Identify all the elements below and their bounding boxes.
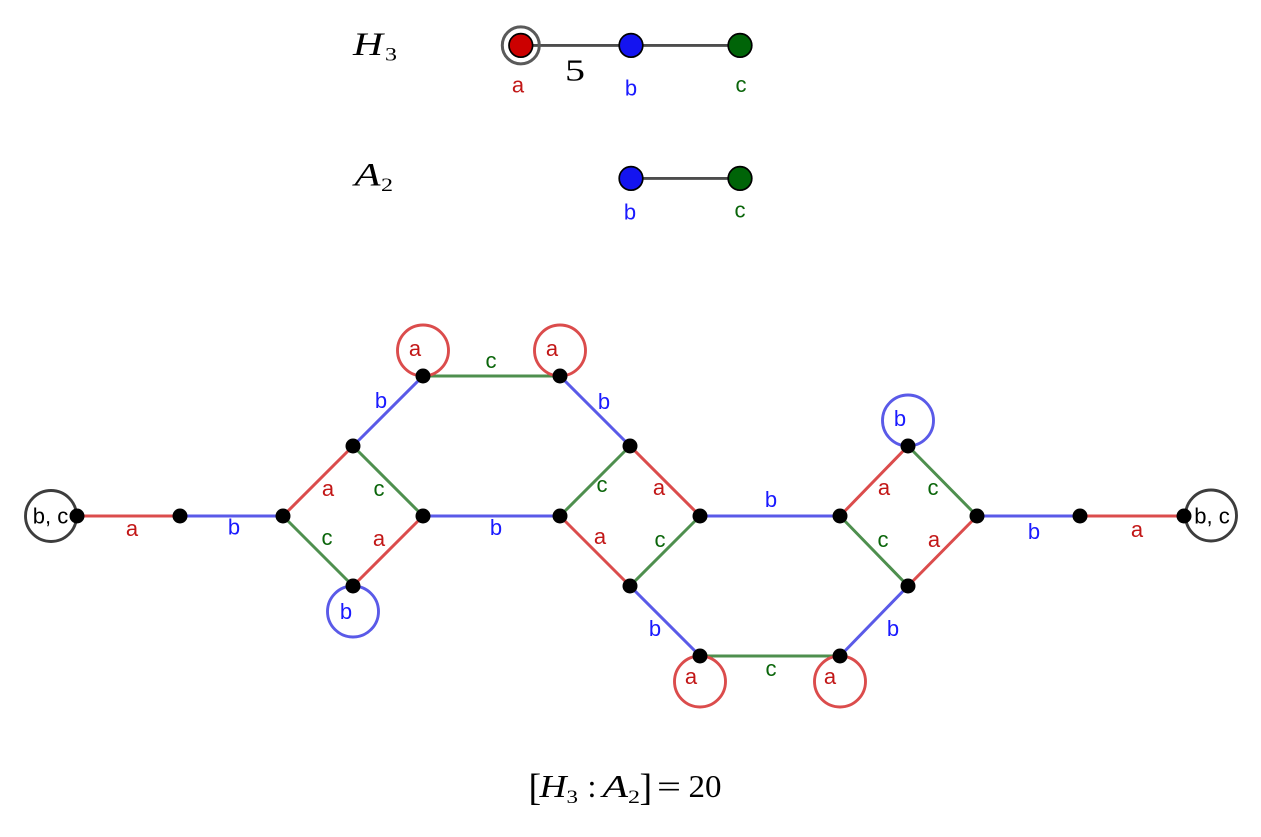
svg-text:]: ] — [640, 767, 653, 809]
svg-text:b: b — [340, 599, 352, 624]
svg-text:3: 3 — [567, 787, 579, 808]
svg-text:b: b — [649, 616, 661, 641]
svg-text:a: a — [653, 475, 666, 500]
svg-text:A: A — [352, 158, 382, 194]
svg-text:5: 5 — [565, 53, 585, 88]
svg-text:a: a — [322, 476, 335, 501]
svg-text:a: a — [409, 336, 422, 361]
svg-text:A: A — [600, 768, 629, 804]
svg-text:b: b — [375, 388, 387, 413]
svg-text:c: c — [736, 72, 747, 97]
svg-text:c: c — [766, 656, 777, 681]
svg-text:b: b — [1028, 519, 1040, 544]
svg-text:2: 2 — [628, 787, 640, 808]
svg-text:a: a — [512, 72, 525, 97]
svg-text:a: a — [928, 527, 941, 552]
svg-text:b: b — [894, 406, 906, 431]
svg-text:2: 2 — [381, 175, 393, 196]
svg-text:a: a — [878, 475, 891, 500]
svg-text:c: c — [597, 472, 608, 497]
svg-text:b: b — [624, 200, 636, 225]
svg-text:b, c: b, c — [33, 504, 68, 529]
svg-text:c: c — [374, 476, 385, 501]
svg-text:a: a — [594, 524, 607, 549]
svg-text:c: c — [655, 527, 666, 552]
svg-text:b, c: b, c — [1194, 504, 1229, 529]
svg-text:a: a — [685, 664, 698, 689]
svg-text:a: a — [824, 664, 837, 689]
svg-text:[: [ — [529, 767, 542, 809]
svg-text:H: H — [352, 27, 386, 63]
svg-text:3: 3 — [385, 45, 397, 66]
svg-text:a: a — [126, 516, 139, 541]
svg-text:a: a — [1131, 517, 1144, 542]
svg-text:c: c — [735, 197, 746, 222]
svg-text:c: c — [486, 348, 497, 373]
svg-text:b: b — [490, 515, 502, 540]
svg-text:b: b — [765, 487, 777, 512]
svg-text::: : — [588, 768, 597, 804]
svg-text:c: c — [928, 475, 939, 500]
svg-text:=: = — [657, 768, 681, 804]
svg-text:b: b — [598, 389, 610, 414]
svg-text:b: b — [228, 515, 240, 540]
svg-text:a: a — [373, 526, 386, 551]
svg-text:c: c — [322, 525, 333, 550]
svg-text:a: a — [546, 336, 559, 361]
svg-text:b: b — [625, 76, 637, 101]
svg-text:b: b — [887, 616, 899, 641]
svg-text:c: c — [878, 527, 889, 552]
svg-text:20: 20 — [689, 768, 722, 804]
svg-text:H: H — [538, 768, 568, 804]
